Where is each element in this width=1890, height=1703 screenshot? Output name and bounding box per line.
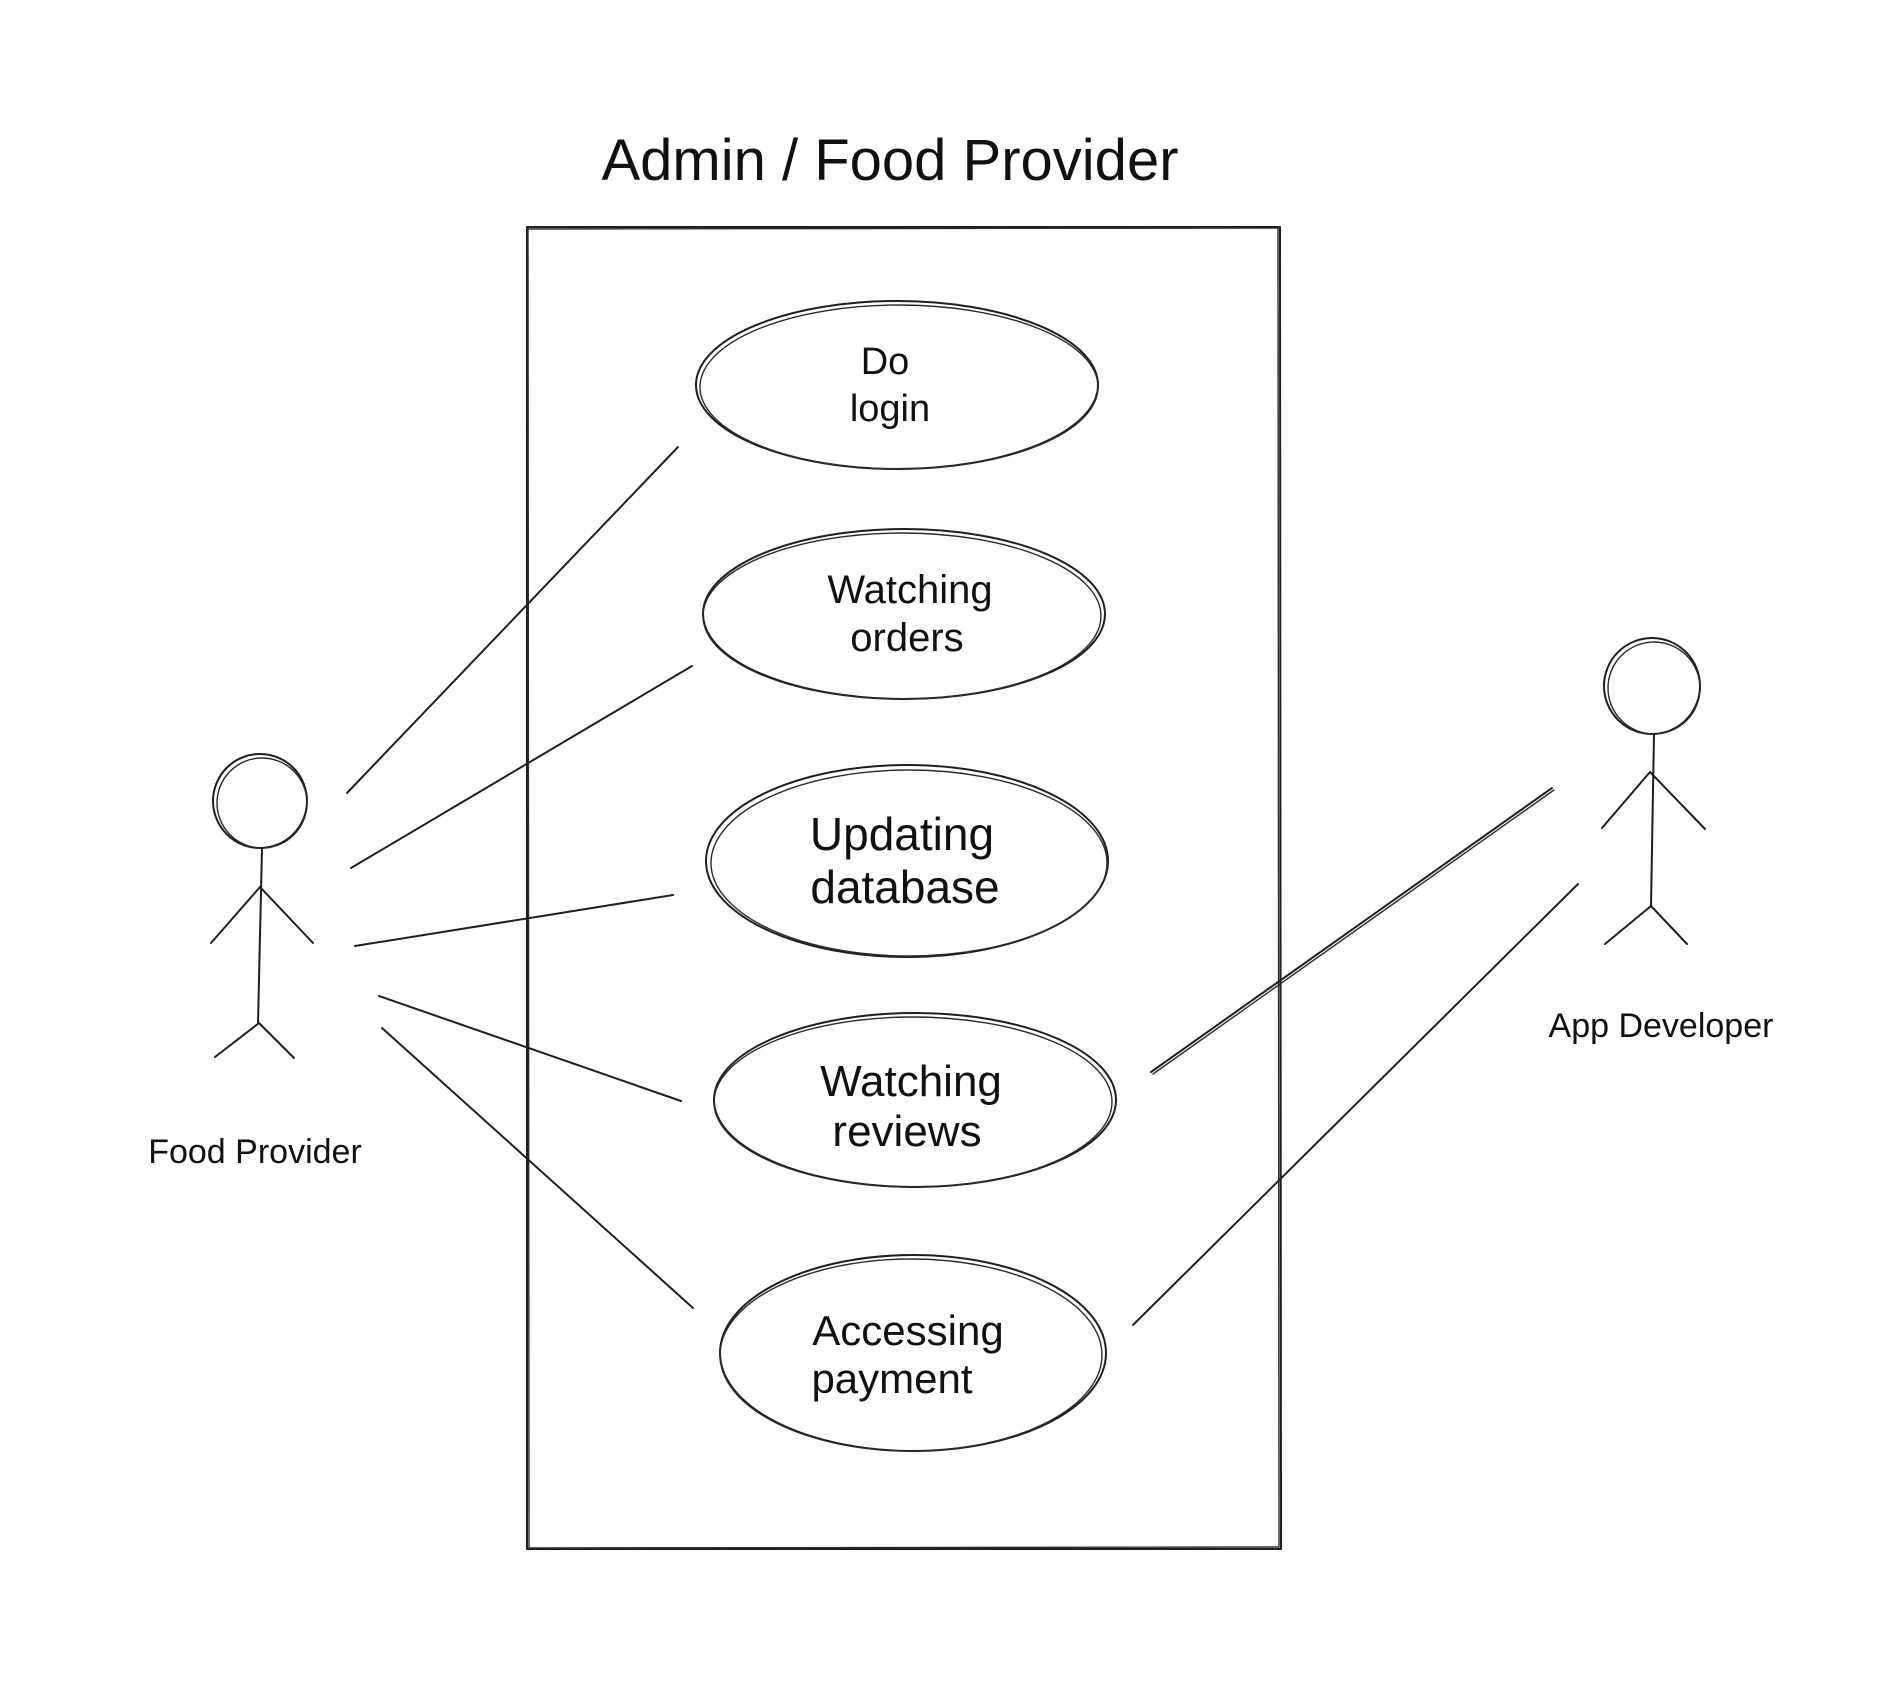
use-case-label-line1: Watching bbox=[827, 568, 992, 612]
actor-food-provider bbox=[210, 753, 314, 1059]
associations-app-developer bbox=[1132, 787, 1579, 1326]
association-line bbox=[381, 1027, 694, 1309]
use-case-label-line1: Updating bbox=[810, 808, 994, 860]
actor-body bbox=[257, 847, 263, 1024]
actor-food-provider-label: Food Provider bbox=[148, 1133, 362, 1171]
actor-body bbox=[1650, 733, 1655, 907]
use-case-watching-reviews: Watching reviews bbox=[713, 1012, 1117, 1188]
actor-arms bbox=[1601, 771, 1706, 830]
actor-arms bbox=[210, 886, 314, 944]
actor-legs bbox=[214, 1022, 295, 1059]
association-line bbox=[350, 665, 693, 869]
actor-app-developer-label: App Developer bbox=[1549, 1007, 1774, 1045]
association-line bbox=[1132, 883, 1579, 1326]
use-case-label-line2: login bbox=[850, 388, 930, 430]
use-case-label-line2: reviews bbox=[832, 1107, 981, 1156]
use-case-label-line1: Watching bbox=[820, 1057, 1002, 1106]
actor-legs bbox=[1604, 905, 1688, 945]
actor-app-developer bbox=[1601, 637, 1706, 945]
use-case-watching-orders: Watching orders bbox=[702, 528, 1106, 700]
use-case-label-line1: Do bbox=[861, 341, 910, 383]
association-line bbox=[1150, 787, 1553, 1073]
use-case-accessing-payment: Accessing payment bbox=[719, 1254, 1107, 1452]
use-case-label-line2: payment bbox=[811, 1355, 972, 1402]
association-line bbox=[378, 995, 682, 1102]
association-line bbox=[354, 894, 674, 947]
diagram-title: Admin / Food Provider bbox=[601, 128, 1178, 193]
actor-head bbox=[1603, 637, 1701, 735]
use-case-label-line2: orders bbox=[850, 616, 963, 660]
use-case-label-line2: database bbox=[810, 861, 999, 913]
use-case-updating-database: Updating database bbox=[705, 764, 1109, 958]
use-case-do-login: Do login bbox=[695, 300, 1099, 470]
association-line bbox=[346, 446, 679, 794]
actor-head bbox=[212, 753, 308, 849]
use-case-label-line1: Accessing bbox=[812, 1307, 1003, 1354]
associations-food-provider bbox=[346, 446, 694, 1309]
system-boundary bbox=[526, 226, 1282, 1550]
